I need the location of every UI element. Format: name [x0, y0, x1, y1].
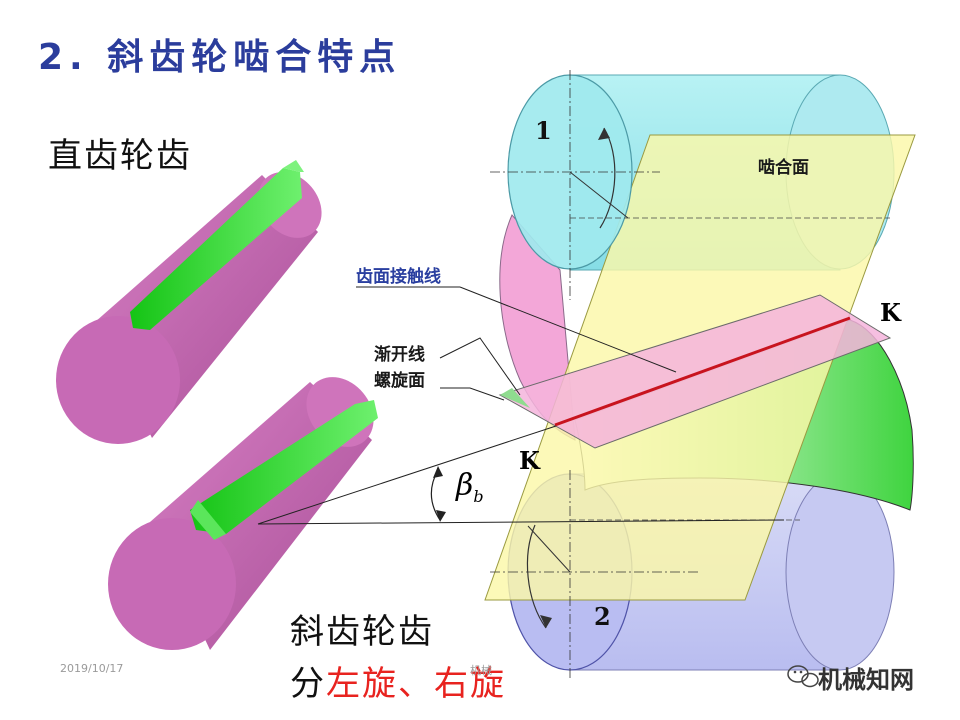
gear-2-rotation-arrow	[526, 524, 547, 629]
helix-hand-highlight: 左旋、右旋	[326, 664, 506, 704]
beta-subscript: b	[473, 487, 484, 506]
helix-hand-prefix: 分	[290, 664, 326, 704]
point-k-right-label: K	[880, 298, 901, 327]
brand-watermark: 机械知网	[818, 666, 914, 694]
helical-gear-label: 斜齿轮齿	[290, 612, 434, 652]
point-k-left-label: K	[519, 446, 540, 475]
gear-1-label: 1	[535, 116, 552, 145]
involute-label-line1: 渐开线	[374, 345, 425, 365]
slide-date: 2019/10/17	[60, 662, 124, 675]
contact-line-label: 齿面接触线	[356, 267, 441, 287]
beta-symbol: β	[456, 468, 474, 503]
beta-b-label: βb	[456, 468, 484, 506]
spur-gear-model	[56, 160, 322, 444]
mesh-plane-label: 啮合面	[758, 158, 809, 178]
wechat-icon	[787, 665, 819, 688]
helix-hand-caption: 分左旋、右旋	[290, 656, 506, 705]
page-title: 2. 斜齿轮啮合特点	[38, 37, 402, 78]
gear-2-label: 2	[594, 602, 611, 631]
helical-gear-model	[108, 377, 378, 650]
slide-page-mark: 机械	[470, 664, 492, 677]
leader-lines	[257, 286, 785, 525]
involute-label-line2: 螺旋面	[374, 371, 425, 391]
contact-line	[554, 316, 851, 427]
center-lines	[490, 70, 700, 680]
spur-gear-label: 直齿轮齿	[48, 136, 192, 176]
